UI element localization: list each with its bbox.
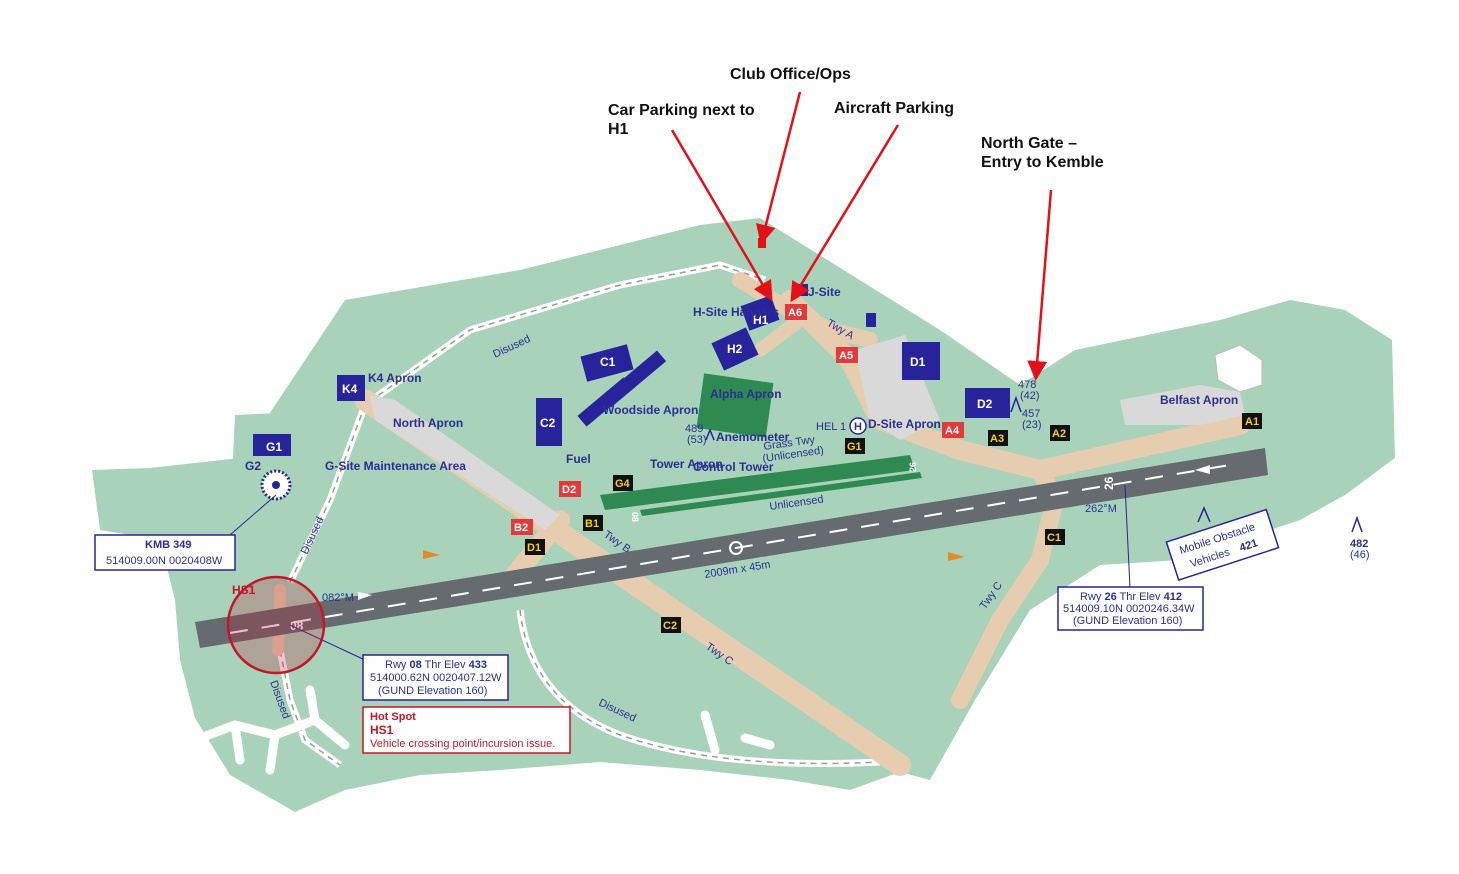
north-apron (370, 395, 560, 530)
kmb-box: KMB 349 514009.00N 0020408W (94, 534, 236, 571)
obst-489s: (53) (687, 434, 707, 446)
svg-text:C2: C2 (663, 620, 677, 632)
svg-text:Vehicle crossing point/incursi: Vehicle crossing point/incursion issue. (370, 738, 555, 750)
bld-k4: K4 (342, 382, 358, 396)
svg-text:G1: G1 (847, 441, 862, 453)
alpha-apron (696, 373, 774, 438)
svg-text:HS1: HS1 (370, 723, 394, 737)
label-g-site: G-Site Maintenance Area (325, 459, 466, 473)
runway-aiming-point (729, 541, 743, 555)
svg-text:Rwy 08 Thr Elev 433: Rwy 08 Thr Elev 433 (385, 659, 487, 671)
svg-text:KMB 349: KMB 349 (145, 539, 191, 551)
dispersal-stands (190, 685, 775, 775)
svg-text:Hot Spot: Hot Spot (370, 711, 416, 723)
svg-text:A4: A4 (945, 425, 960, 437)
label-alpha-apron: Alpha Apron (710, 387, 782, 401)
obst-482s: (46) (1350, 549, 1370, 561)
taxiway-tags-yellow: A1 A2 A3 B1 C1 C2 D1 G1 G4 (525, 413, 1262, 633)
grass26-number: 26 (908, 462, 918, 472)
unlicensed-strip (640, 472, 922, 516)
label-tower-apron: Tower Apron (650, 457, 723, 471)
d-site-apron (855, 335, 940, 440)
label-mag-082: 082°M (322, 592, 354, 604)
bld-h2: H2 (727, 342, 743, 356)
belfast-dispersal (1214, 344, 1263, 393)
bld-d1: D1 (910, 355, 926, 369)
label-fuel: Fuel (566, 452, 591, 466)
bld-c2: C2 (540, 416, 556, 430)
rwy26-box: Rwy 26 Thr Elev 412 514009.10N 0020246.3… (1057, 586, 1204, 631)
runway[interactable] (195, 448, 1268, 648)
label-belfast-apron: Belfast Apron (1160, 393, 1238, 407)
svg-text:514009.00N 0020408W: 514009.00N 0020408W (106, 555, 223, 567)
svg-text:A1: A1 (1245, 416, 1259, 428)
label-j-site: J-Site (808, 285, 841, 299)
callout-aircraft-parking: Aircraft Parking (834, 100, 955, 117)
club-office-marker (758, 238, 766, 248)
grass-taxiway (600, 455, 915, 510)
bld-g1: G1 (266, 440, 282, 454)
label-mag-262: 262°M (1085, 503, 1117, 515)
label-k4-apron: K4 Apron (368, 371, 422, 385)
helipad-icon (849, 417, 867, 435)
svg-text:A6: A6 (788, 307, 802, 319)
runway-arrows (358, 465, 1210, 600)
label-woodside-apron: Woodside Apron (603, 403, 698, 417)
label-north-apron: North Apron (393, 416, 463, 430)
buildings (253, 284, 1010, 456)
svg-text:514000.62N 0020407.12W: 514000.62N 0020407.12W (370, 672, 502, 684)
svg-text:A3: A3 (990, 433, 1004, 445)
bld-g2: G2 (245, 459, 261, 473)
label-d-site-apron: D-Site Apron (868, 417, 941, 431)
svg-text:(GUND Elevation 160): (GUND Elevation 160) (378, 685, 487, 697)
svg-text:421: 421 (1238, 537, 1259, 554)
svg-text:B2: B2 (514, 522, 528, 534)
belfast-apron (1120, 385, 1245, 425)
label-anemometer: Anemometer (716, 430, 790, 444)
taxiway-tags-red: A4 A5 A6 B2 D2 (511, 304, 964, 535)
hotspot-circle[interactable] (226, 575, 326, 675)
rwy26-number: 26 (1102, 476, 1116, 490)
callout-club-office: Club Office/Ops (730, 66, 851, 83)
svg-text:D2: D2 (562, 484, 576, 496)
grass08-number: 08 (630, 512, 640, 522)
svg-text:A2: A2 (1052, 428, 1066, 440)
svg-text:514009.10N 0020246.34W: 514009.10N 0020246.34W (1063, 603, 1195, 615)
callout-arrows (670, 91, 1053, 381)
hotspot-label: HS1 (232, 583, 256, 597)
label-control-tower: Control Tower (693, 460, 774, 474)
svg-text:Rwy 26 Thr Elev 412: Rwy 26 Thr Elev 412 (1080, 591, 1182, 603)
windsock-icon-2 (948, 552, 965, 561)
mobile-obstacle-box: Mobile Obstacle Vehicles 421 (1165, 508, 1280, 582)
rwy08-box: Rwy 08 Thr Elev 433 514000.62N 0020407.1… (362, 654, 509, 701)
obst-478s: (42) (1020, 390, 1040, 402)
svg-text:A5: A5 (839, 350, 853, 362)
obst-489: 489 (685, 423, 703, 435)
obst-482: 482 (1350, 538, 1368, 550)
obst-457s: (23) (1022, 419, 1042, 431)
bld-c1: C1 (600, 355, 616, 369)
label-hel1: HEL 1 (816, 421, 846, 433)
obst-478: 478 (1018, 379, 1036, 391)
svg-text:H: H (854, 421, 862, 433)
windsock-icon (423, 550, 440, 559)
label-h-site: H-Site Hangars (693, 305, 779, 319)
svg-text:(GUND Elevation 160): (GUND Elevation 160) (1073, 615, 1182, 627)
svg-text:G4: G4 (615, 478, 631, 490)
callout-north-gate: North Gate – Entry to Kemble (981, 135, 1104, 171)
obst-457: 457 (1022, 408, 1040, 420)
bld-h1: H1 (753, 313, 769, 327)
callout-car-parking: Car Parking next to H1 (608, 102, 755, 138)
bld-d2: D2 (977, 397, 993, 411)
svg-text:C1: C1 (1047, 532, 1061, 544)
svg-text:B1: B1 (585, 518, 599, 530)
obstacle-icons (705, 395, 1363, 533)
hotspot-box: Hot Spot HS1 Vehicle crossing point/incu… (362, 706, 571, 754)
svg-text:D1: D1 (527, 542, 541, 554)
